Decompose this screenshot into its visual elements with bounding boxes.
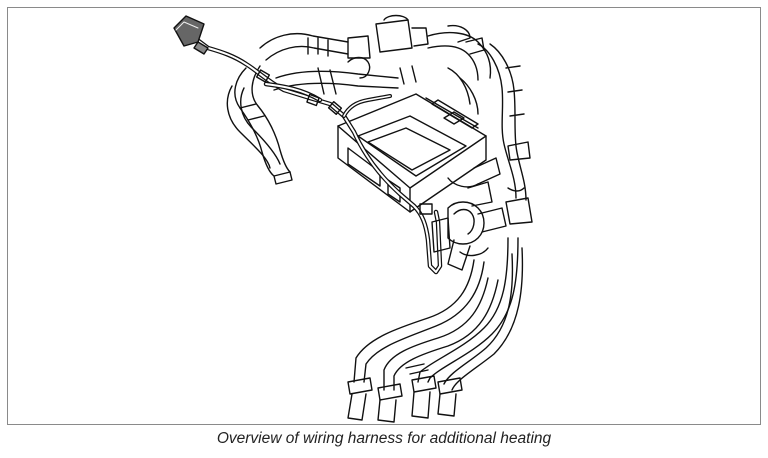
figure-caption: Overview of wiring harness for additiona…: [216, 430, 552, 447]
control-unit-box: [337, 93, 487, 213]
figure-frame: [7, 7, 761, 425]
top-hose-cluster: [259, 14, 492, 95]
misc-detail-lines: [399, 65, 525, 192]
wiring-harness-illustration: [173, 14, 533, 423]
lower-valve-assembly: [431, 181, 507, 271]
wiring-harness: [189, 33, 443, 275]
lower-hose-bundle: [347, 237, 524, 423]
left-hose-assembly: [226, 65, 293, 185]
right-hose-run: [477, 43, 533, 225]
harness-clips: [255, 69, 433, 215]
harness-connector-plug: [173, 15, 209, 55]
